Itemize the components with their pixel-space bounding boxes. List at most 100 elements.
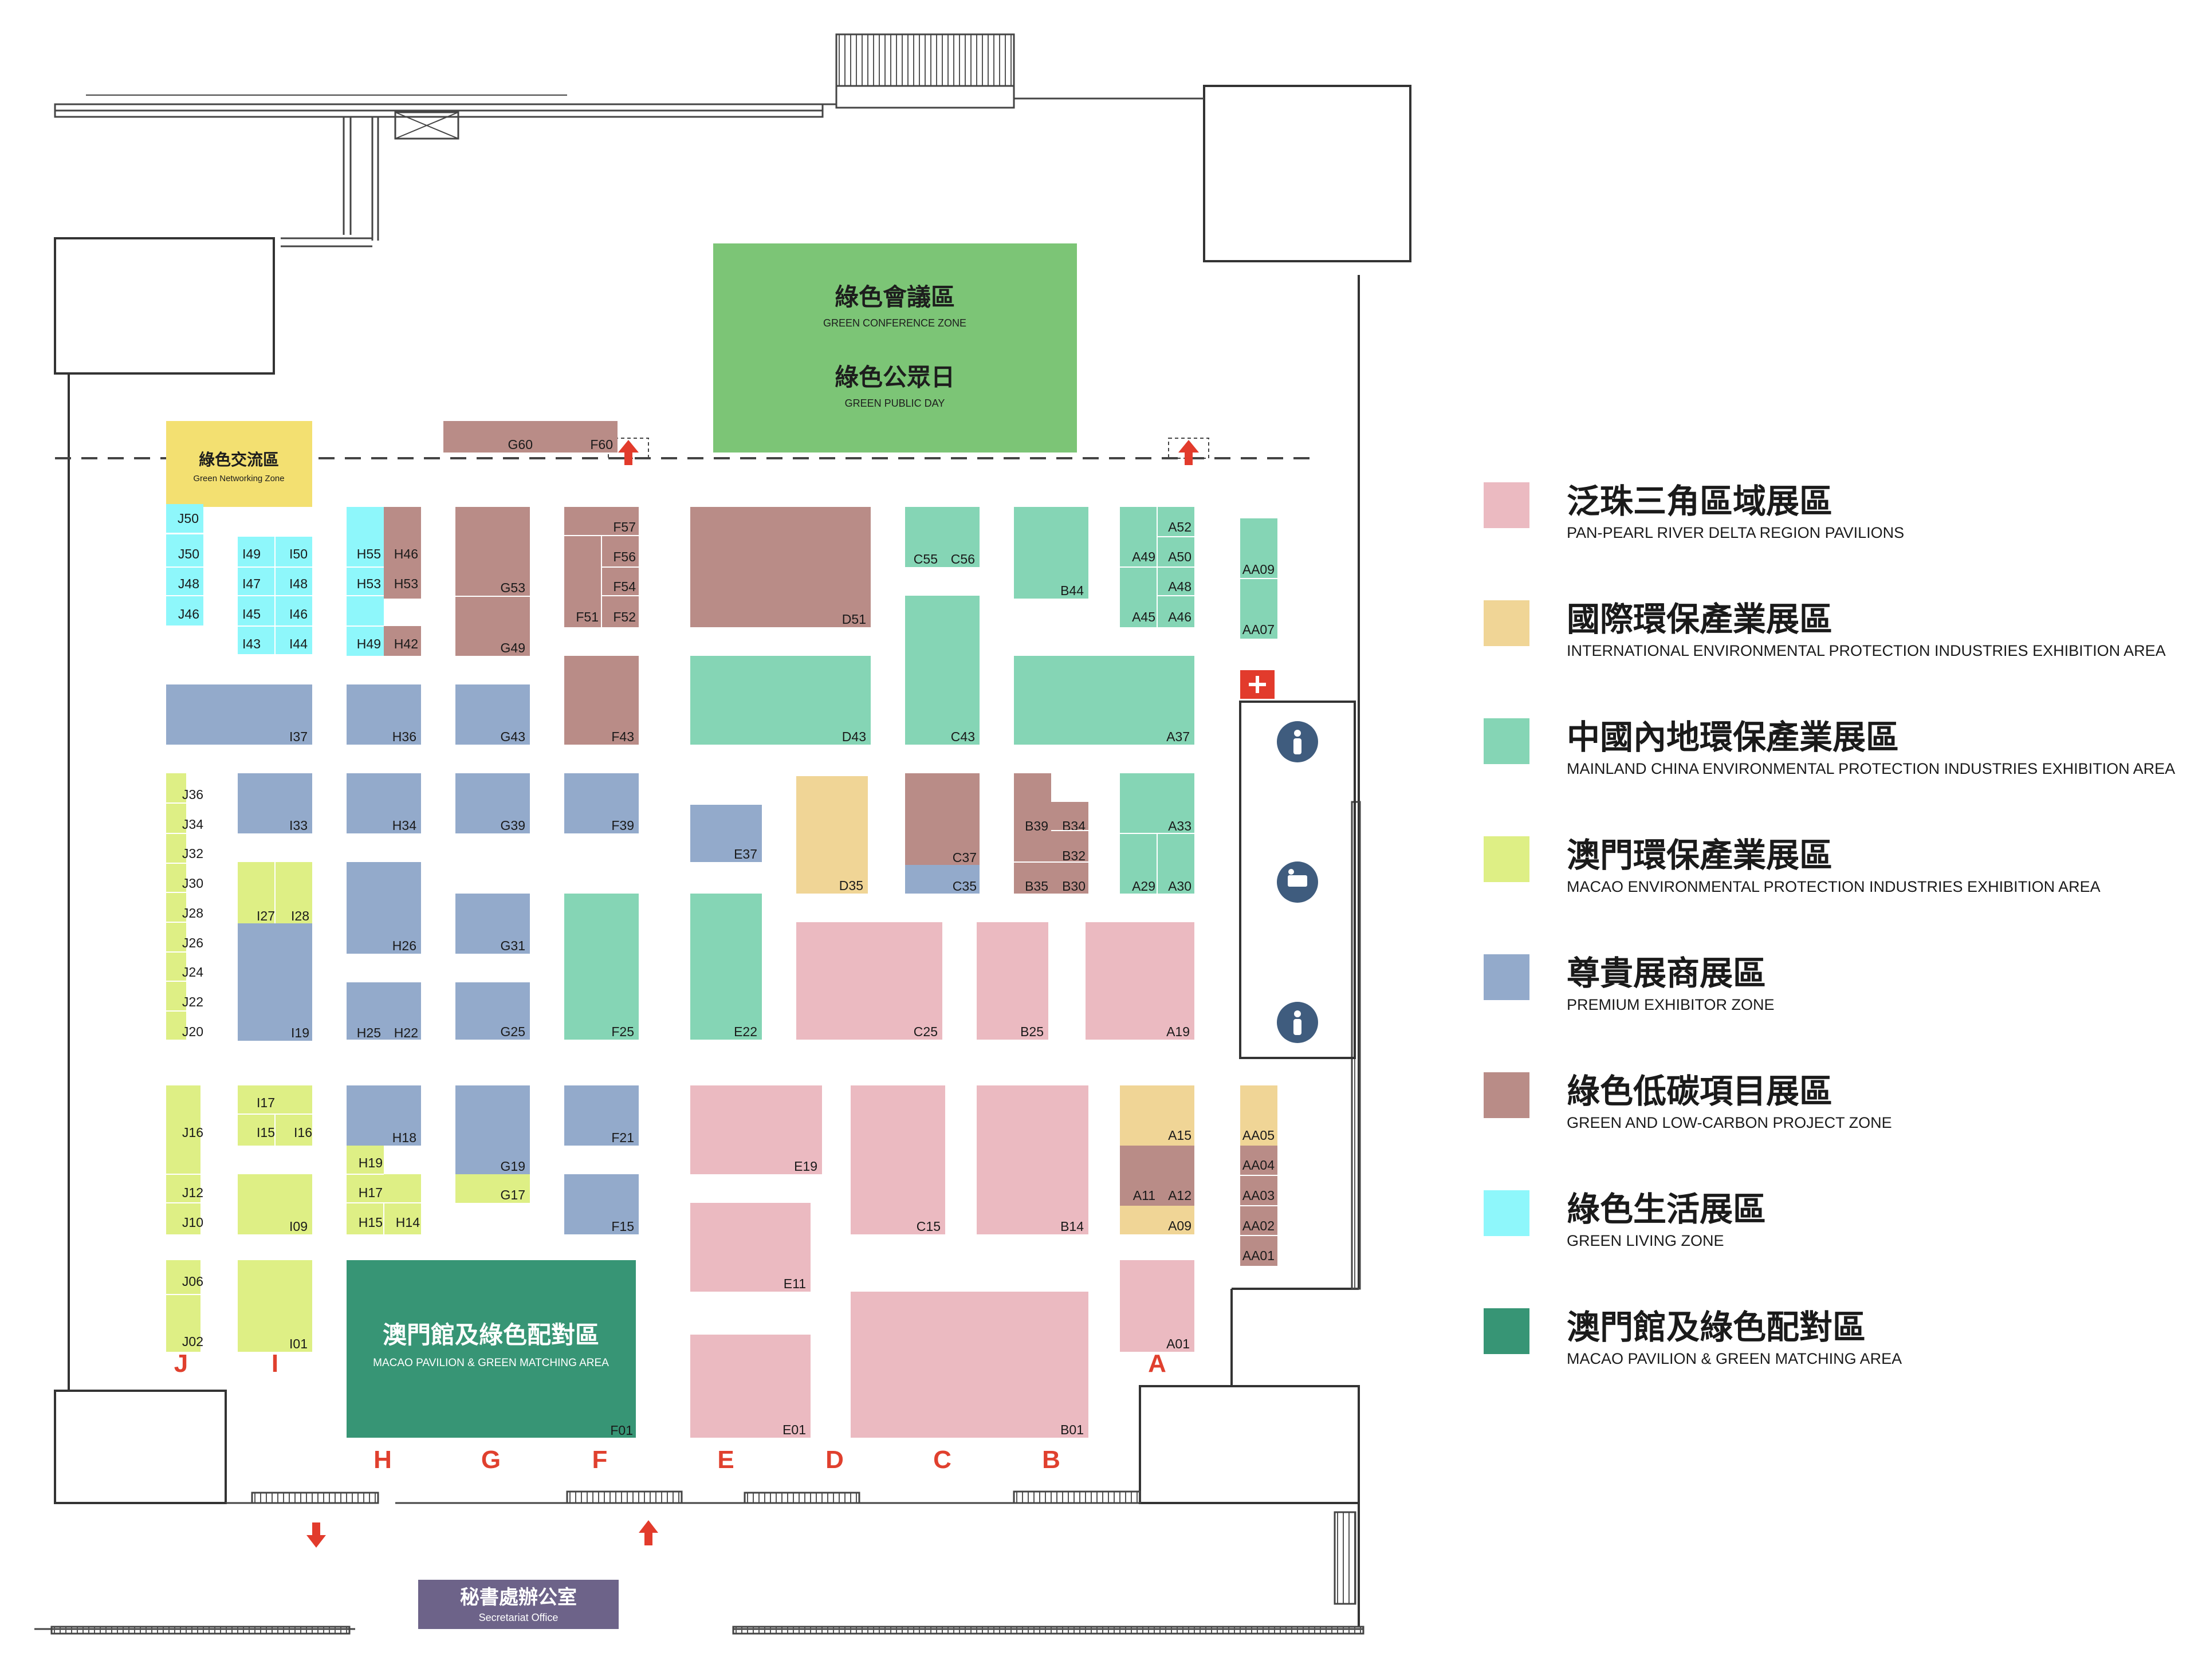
booth-label[interactable]: I27 — [257, 908, 275, 923]
booth-area[interactable] — [1120, 1206, 1194, 1234]
booth-area[interactable] — [238, 923, 312, 1041]
booth-label[interactable]: AA03 — [1242, 1188, 1275, 1203]
booth-area[interactable] — [166, 1085, 200, 1234]
booth-label[interactable]: I16 — [294, 1125, 312, 1140]
booth-area[interactable] — [455, 894, 530, 954]
booth-label[interactable]: I19 — [291, 1025, 309, 1040]
booth-label[interactable]: A01 — [1166, 1336, 1190, 1351]
booth-label[interactable]: J16 — [182, 1125, 203, 1140]
booth-area[interactable] — [455, 507, 530, 596]
booth-label[interactable]: B25 — [1020, 1024, 1044, 1039]
booth-label[interactable]: J12 — [182, 1185, 203, 1200]
booth-label[interactable]: I37 — [289, 729, 308, 744]
booth-label[interactable]: B32 — [1062, 848, 1086, 863]
booth-label[interactable]: I15 — [257, 1125, 275, 1140]
booth-area[interactable] — [977, 1085, 1088, 1234]
booth-label[interactable]: E37 — [734, 847, 757, 861]
booth-label[interactable]: A12 — [1168, 1188, 1191, 1203]
booth-label[interactable]: J32 — [182, 846, 203, 861]
booth-label[interactable]: A49 — [1132, 549, 1155, 564]
booth-label[interactable]: F25 — [611, 1024, 634, 1039]
booth-area[interactable] — [564, 1174, 639, 1234]
booth-label[interactable]: A52 — [1168, 520, 1191, 534]
booth-label[interactable]: J30 — [182, 876, 203, 891]
booth-area[interactable] — [1051, 802, 1088, 894]
booth-label[interactable]: A15 — [1168, 1128, 1191, 1143]
booth-label[interactable]: F56 — [613, 549, 636, 564]
booth-area[interactable] — [455, 597, 530, 656]
booth-label[interactable]: J48 — [178, 576, 199, 591]
booth-label[interactable]: I33 — [289, 818, 308, 833]
booth-label[interactable]: J36 — [182, 787, 203, 802]
booth-label[interactable]: C35 — [953, 879, 977, 894]
booth-label[interactable]: A09 — [1168, 1218, 1191, 1233]
booth-area[interactable] — [690, 507, 871, 627]
booth-label[interactable]: H19 — [359, 1155, 383, 1170]
booth-label[interactable]: J06 — [182, 1274, 203, 1289]
booth-label[interactable]: I09 — [289, 1219, 308, 1234]
booth-label[interactable]: H25 — [357, 1025, 381, 1040]
booth-area[interactable] — [455, 1085, 530, 1174]
booth-area[interactable] — [564, 894, 639, 1040]
booth-label[interactable]: I43 — [242, 636, 261, 651]
booth-label[interactable]: J50 — [178, 546, 199, 561]
booth-area[interactable] — [537, 421, 618, 453]
booth-area[interactable] — [347, 507, 384, 656]
booth-area[interactable] — [1240, 1085, 1277, 1146]
booth-label[interactable]: AA04 — [1242, 1158, 1275, 1173]
booth-label[interactable]: J28 — [182, 906, 203, 920]
booth-area[interactable] — [455, 982, 530, 1040]
booth-area[interactable] — [347, 1085, 421, 1146]
booth-area[interactable] — [166, 537, 203, 625]
booth-area[interactable] — [384, 1174, 421, 1234]
booth-area[interactable] — [564, 656, 639, 745]
booth-label[interactable]: J46 — [178, 607, 199, 621]
booth-label[interactable]: F52 — [613, 609, 636, 624]
green-networking-zone[interactable]: 綠色交流區 Green Networking Zone — [166, 421, 312, 507]
booth-label[interactable]: H22 — [394, 1025, 418, 1040]
booth-label[interactable]: C37 — [953, 850, 977, 865]
booth-label[interactable]: H49 — [357, 636, 381, 651]
booth-label[interactable]: G19 — [501, 1159, 525, 1174]
booth-label[interactable]: AA09 — [1242, 562, 1275, 577]
booth-label[interactable]: A48 — [1168, 579, 1191, 594]
booth-label[interactable]: H34 — [392, 818, 416, 833]
booth-label[interactable]: I01 — [289, 1336, 308, 1351]
booth-label[interactable]: A19 — [1166, 1024, 1190, 1039]
booth-area[interactable] — [1120, 1146, 1157, 1206]
booth-label[interactable]: F60 — [590, 437, 613, 452]
booth-area[interactable] — [851, 1292, 1088, 1438]
booth-area[interactable] — [347, 773, 421, 833]
booth-label[interactable]: H53 — [394, 576, 418, 591]
booth-label[interactable]: I17 — [257, 1095, 275, 1110]
booth-label[interactable]: B35 — [1025, 879, 1048, 894]
booth-label[interactable]: G39 — [501, 818, 525, 833]
booth-label[interactable]: F57 — [613, 520, 636, 534]
booth-label[interactable]: A46 — [1168, 609, 1191, 624]
booth-label[interactable]: B44 — [1060, 583, 1084, 598]
booth-label[interactable]: A50 — [1168, 549, 1191, 564]
booth-label[interactable]: D51 — [842, 612, 866, 627]
booth-label[interactable]: A11 — [1133, 1188, 1155, 1203]
booth-label[interactable]: E01 — [782, 1422, 806, 1437]
booth-label[interactable]: AA07 — [1242, 622, 1275, 637]
booth-area[interactable] — [690, 656, 871, 745]
booth-label[interactable]: F01 — [610, 1423, 633, 1438]
booth-label[interactable]: J50 — [178, 511, 199, 526]
booth-area[interactable] — [905, 596, 980, 745]
booth-label[interactable]: F39 — [611, 818, 634, 833]
booth-label[interactable]: AA05 — [1242, 1128, 1275, 1143]
booth-area[interactable] — [905, 507, 942, 567]
booth-area[interactable] — [1014, 507, 1088, 599]
booth-label[interactable]: C56 — [951, 552, 975, 566]
booth-area[interactable] — [690, 805, 762, 862]
booth-area[interactable] — [166, 504, 203, 533]
booth-area[interactable] — [384, 626, 421, 656]
booth-area[interactable] — [942, 507, 980, 567]
booth-label[interactable]: I28 — [291, 908, 309, 923]
booth-area[interactable] — [384, 507, 421, 599]
booth-label[interactable]: G17 — [501, 1187, 525, 1202]
booth-label[interactable]: A33 — [1168, 819, 1191, 833]
booth-area[interactable] — [455, 684, 530, 745]
booth-area[interactable] — [905, 773, 980, 865]
